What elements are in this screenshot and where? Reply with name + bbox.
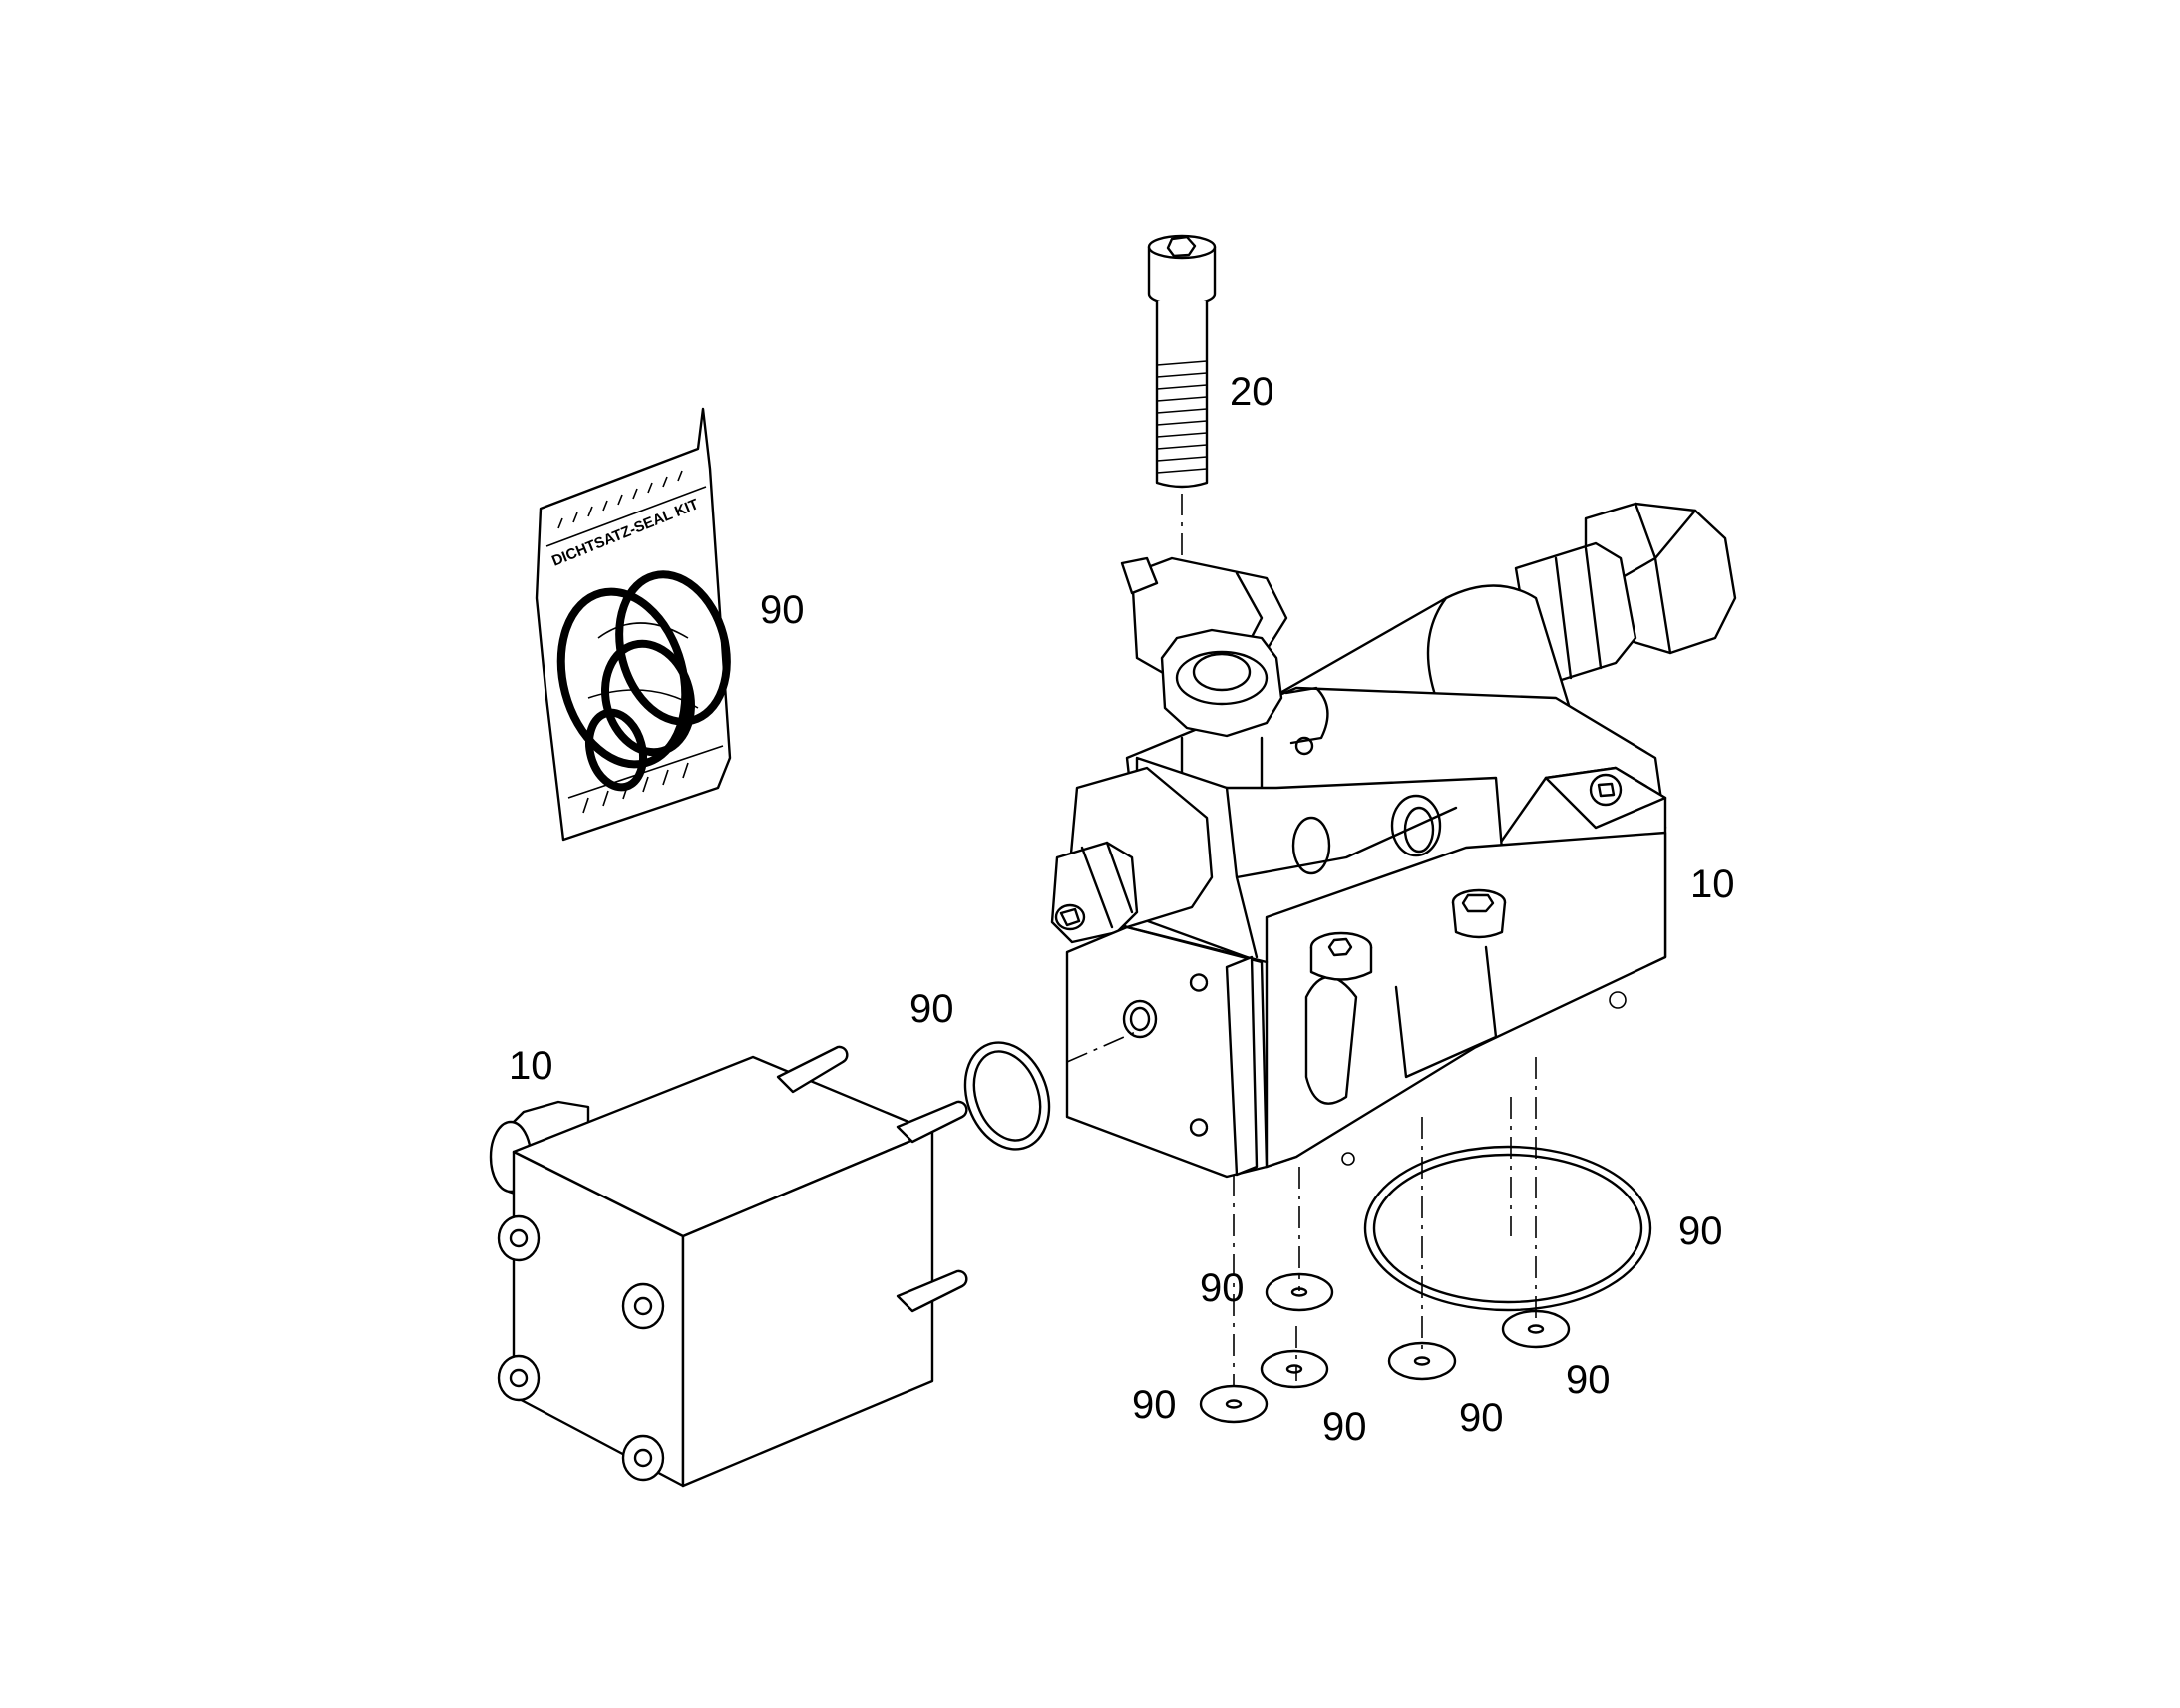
side-module	[489, 1045, 968, 1488]
callout-washer: 90	[1322, 1405, 1367, 1449]
callout-valve-block: 10	[1690, 862, 1735, 906]
callout-side-module: 10	[509, 1044, 553, 1088]
side-oring	[963, 1026, 1148, 1151]
large-oring	[1363, 1145, 1652, 1312]
callout-seal-kit: 90	[760, 588, 805, 632]
washer-icon	[1260, 1349, 1329, 1389]
washers	[1199, 1272, 1571, 1424]
callout-washer: 90	[1459, 1396, 1504, 1440]
washer-icon	[1387, 1341, 1457, 1381]
callout-washer: 90	[1132, 1383, 1177, 1427]
callout-screw: 20	[1230, 370, 1274, 414]
callout-large-oring: 90	[1678, 1209, 1723, 1253]
seal-rings-icon	[556, 570, 731, 792]
callout-labels: 20 90 10 10 90 90 90 90 90 90 90 90	[509, 370, 1735, 1449]
callout-washer: 90	[1566, 1358, 1611, 1402]
callout-side-oring: 90	[909, 987, 954, 1031]
seal-kit-bag: DICHTSATZ-SEAL KIT	[535, 407, 732, 842]
washer-icon	[1501, 1309, 1571, 1349]
washer-icon	[1265, 1272, 1334, 1312]
washer-icon	[1199, 1384, 1269, 1424]
valve-block-assembly	[1050, 502, 1737, 1179]
callout-washer: 90	[1200, 1266, 1245, 1310]
module-screw-heads	[497, 1214, 665, 1482]
